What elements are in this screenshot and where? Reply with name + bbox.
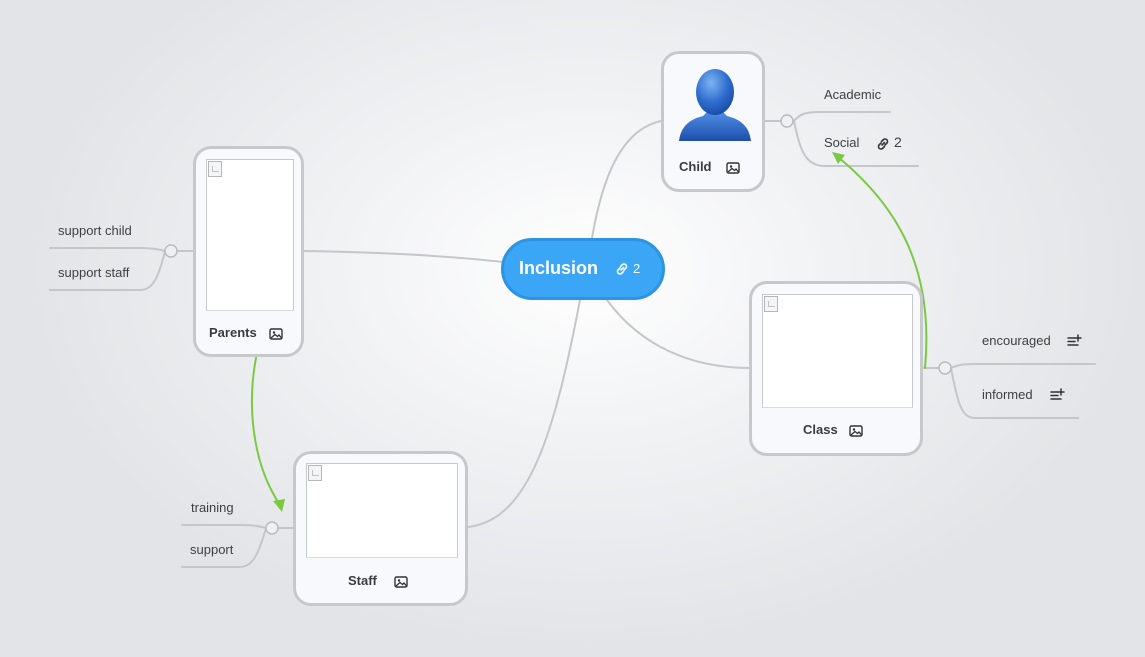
relationship-class-social-arrowhead xyxy=(832,152,845,164)
social-link-count: 2 xyxy=(894,134,902,150)
link-icon[interactable] xyxy=(614,261,630,277)
connector-class-encouraged xyxy=(950,363,1096,369)
child-collapse-knot xyxy=(780,114,794,128)
connector-central-parents xyxy=(303,250,504,263)
connector-child-social xyxy=(793,120,919,167)
relationship-parents-staff-arrowhead xyxy=(273,499,285,512)
topic-parents[interactable]: Parents xyxy=(193,146,304,357)
broken-image-icon xyxy=(764,296,778,312)
topic-class[interactable]: Class xyxy=(749,281,923,456)
parents-image-placeholder xyxy=(206,159,294,311)
subtopic-training[interactable]: training xyxy=(191,500,234,515)
person-silhouette-image xyxy=(679,69,751,141)
topic-staff-label: Staff xyxy=(348,573,377,588)
image-icon[interactable] xyxy=(393,574,409,590)
subtopic-social[interactable]: Social xyxy=(824,135,860,150)
staff-image-placeholder xyxy=(306,463,458,558)
subtopic-encouraged[interactable]: encouraged xyxy=(982,333,1051,348)
broken-image-icon xyxy=(208,161,222,177)
relationship-parents-staff xyxy=(250,357,281,506)
connector-central-staff xyxy=(467,299,581,528)
staff-collapse-knot xyxy=(265,521,279,535)
image-icon[interactable] xyxy=(848,423,864,439)
connector-class-informed xyxy=(950,367,1079,419)
note-add-icon[interactable] xyxy=(1066,333,1082,349)
subtopic-academic[interactable]: Academic xyxy=(824,87,882,102)
connector-parents-support-staff xyxy=(49,250,166,291)
subtopic-informed[interactable]: informed xyxy=(982,387,1033,402)
relationship-class-social xyxy=(837,156,928,369)
central-link-count: 2 xyxy=(633,261,641,276)
topic-class-label: Class xyxy=(803,422,838,437)
central-topic-title: Inclusion xyxy=(519,258,599,278)
central-topic[interactable]: Inclusion 2 xyxy=(501,238,665,300)
topic-parents-label: Parents xyxy=(209,325,257,340)
connector-central-child xyxy=(591,120,662,239)
subtopic-support-staff[interactable]: support staff xyxy=(58,265,130,280)
class-image-placeholder xyxy=(762,294,913,408)
subtopic-support[interactable]: support xyxy=(190,542,234,557)
image-icon[interactable] xyxy=(268,326,284,342)
topic-child-label: Child xyxy=(679,159,712,174)
subtopic-support-child[interactable]: support child xyxy=(58,223,132,238)
connector-central-class xyxy=(606,299,751,369)
note-add-icon[interactable] xyxy=(1049,387,1065,403)
topic-staff[interactable]: Staff xyxy=(293,451,468,606)
connector-staff-training xyxy=(181,524,267,529)
topic-child[interactable]: Child xyxy=(661,51,765,192)
connector-staff-support xyxy=(181,527,267,568)
parents-collapse-knot xyxy=(164,244,178,258)
class-collapse-knot xyxy=(938,361,952,375)
connector-child-academic xyxy=(793,111,891,122)
connector-parents-support-child xyxy=(49,247,166,252)
broken-image-icon xyxy=(308,465,322,481)
image-icon[interactable] xyxy=(725,160,741,176)
link-icon[interactable] xyxy=(875,136,891,152)
